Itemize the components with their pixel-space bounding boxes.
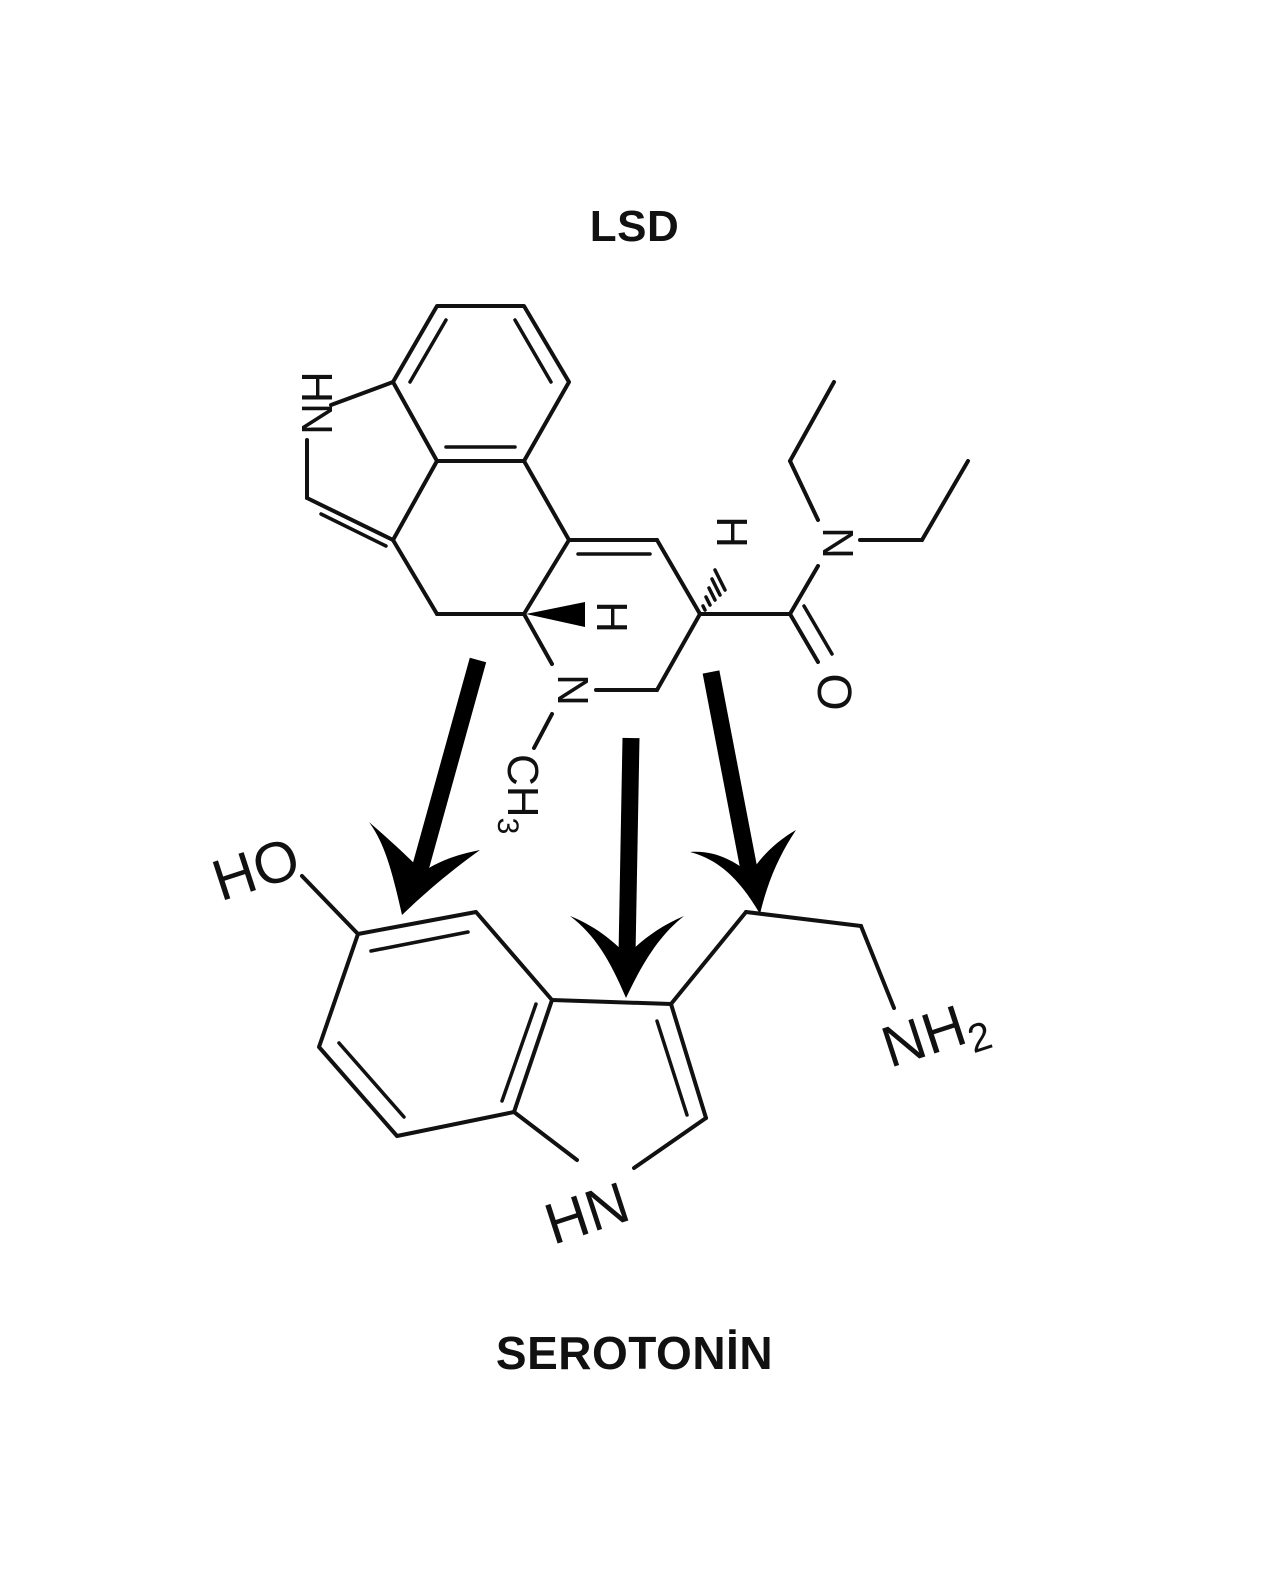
arrow-middle bbox=[570, 737, 684, 998]
serotonin-title: SEROTONİN bbox=[495, 1327, 774, 1379]
serotonin-pyrrole-ring bbox=[512, 998, 708, 1170]
serotonin-hydroxyl-label: HO bbox=[205, 825, 308, 914]
lsd-amide-chain bbox=[698, 380, 970, 664]
serotonin-molecule: HO HN NH2 bbox=[205, 825, 998, 1257]
lsd-indole-nh-label: HN bbox=[292, 371, 341, 435]
serotonin-benzene-ring bbox=[317, 910, 554, 1138]
lsd-benzene-ring bbox=[391, 304, 571, 463]
arrow-right bbox=[690, 670, 796, 914]
serotonin-hydroxyl-bond bbox=[300, 874, 360, 936]
mapping-arrows bbox=[369, 657, 796, 998]
lsd-amide-n-label: N bbox=[813, 527, 862, 559]
lsd-methyl-label: CH3 bbox=[491, 754, 547, 834]
lsd-amine-n-label: N bbox=[548, 674, 597, 706]
lsd-h-side-label: H bbox=[707, 516, 756, 548]
serotonin-ethylamine-chain bbox=[669, 910, 896, 1010]
serotonin-indole-nh-label: HN bbox=[537, 1170, 637, 1258]
lsd-carbonyl-o-label: O bbox=[807, 673, 860, 710]
arrow-left bbox=[369, 657, 487, 915]
lsd-ring-d bbox=[522, 538, 702, 750]
lsd-h-ring-label: H bbox=[587, 601, 636, 633]
lsd-wedge-bond bbox=[526, 602, 585, 627]
lsd-molecule: HN N CH3 H H N O bbox=[292, 304, 970, 834]
lsd-hashed-bond bbox=[701, 568, 727, 612]
lsd-title: LSD bbox=[589, 202, 680, 251]
lsd-pyrrole-ring bbox=[305, 380, 439, 548]
lsd-ring-c bbox=[391, 459, 571, 616]
